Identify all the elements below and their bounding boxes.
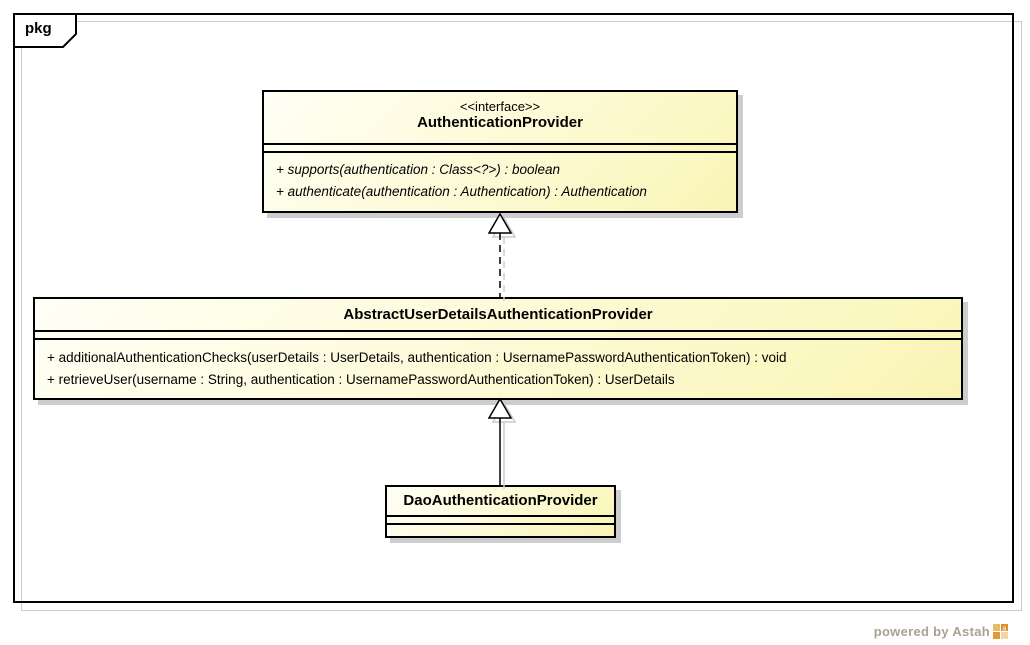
- attributes-compartment: [264, 143, 736, 153]
- class-authentication-provider[interactable]: <<interface>> AuthenticationProvider + s…: [262, 90, 738, 213]
- operation: + additionalAuthenticationChecks(userDet…: [47, 350, 787, 365]
- operation: + retrieveUser(username : String, authen…: [47, 372, 675, 387]
- operation: + supports(authentication : Class<?>) : …: [276, 162, 561, 177]
- astah-logo-icon: a: [993, 624, 1008, 639]
- powered-by-astah-credit[interactable]: powered by Astah a: [874, 624, 1008, 639]
- operation: + authenticate(authentication : Authenti…: [276, 184, 647, 199]
- credit-text: powered by Astah: [873, 624, 990, 639]
- class-title-compartment: DaoAuthenticationProvider: [387, 487, 614, 515]
- attributes-compartment: [35, 330, 961, 340]
- class-name: AbstractUserDetailsAuthenticationProvide…: [343, 306, 653, 323]
- operations-compartment: + supports(authentication : Class<?>) : …: [264, 153, 736, 203]
- class-dao-authentication-provider[interactable]: DaoAuthenticationProvider: [385, 485, 616, 538]
- operations-compartment: + additionalAuthenticationChecks(userDet…: [35, 340, 961, 391]
- class-title-compartment: <<interface>> AuthenticationProvider: [264, 92, 736, 143]
- attributes-compartment: [387, 515, 614, 525]
- class-title-compartment: AbstractUserDetailsAuthenticationProvide…: [35, 299, 961, 330]
- svg-text:a: a: [1003, 625, 1007, 632]
- class-name: DaoAuthenticationProvider: [403, 492, 598, 509]
- package-tab: pkg: [13, 13, 77, 48]
- package-label: pkg: [25, 20, 52, 37]
- package-frame-shadow: [21, 21, 1022, 611]
- class-abstract-user-details-authentication-provider[interactable]: AbstractUserDetailsAuthenticationProvide…: [33, 297, 963, 400]
- package-frame: [13, 13, 1014, 603]
- operations-compartment: [387, 525, 614, 534]
- stereotype-label: <<interface>>: [459, 99, 541, 114]
- class-name: AuthenticationProvider: [417, 114, 583, 131]
